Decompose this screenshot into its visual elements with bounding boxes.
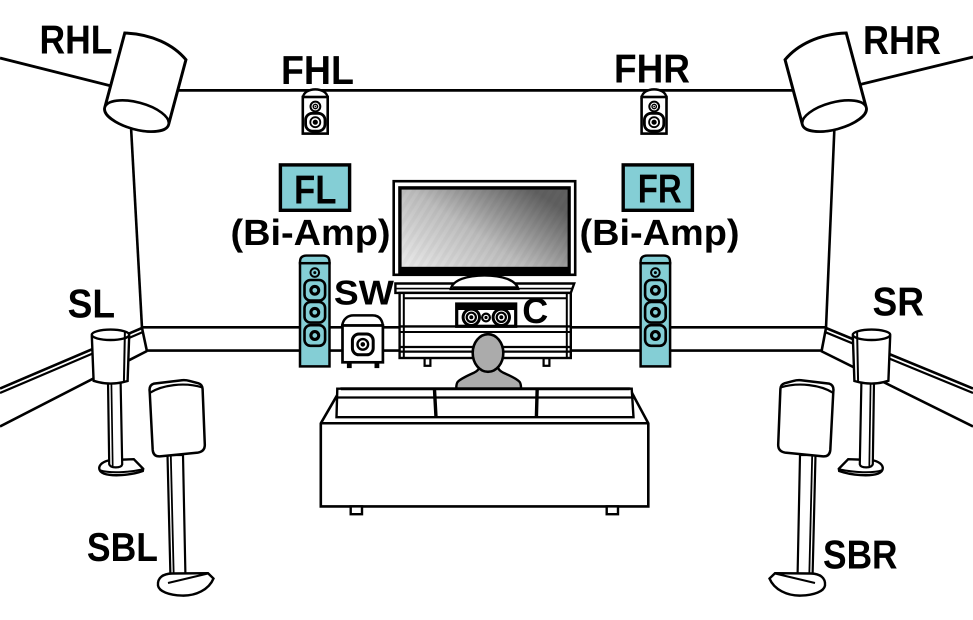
svg-text:FR: FR (638, 166, 682, 212)
svg-text:FL: FL (294, 166, 337, 212)
svg-text:FHR: FHR (614, 46, 690, 92)
svg-text:RHR: RHR (863, 17, 941, 63)
svg-text:(Bi-Amp): (Bi-Amp) (580, 212, 740, 253)
svg-text:SBL: SBL (87, 524, 158, 570)
svg-text:(Bi-Amp): (Bi-Amp) (231, 212, 391, 253)
svg-text:SL: SL (68, 281, 116, 327)
svg-text:SR: SR (873, 279, 925, 325)
svg-text:C: C (522, 290, 548, 331)
svg-text:RHL: RHL (40, 17, 113, 63)
svg-text:FHL: FHL (281, 47, 354, 93)
svg-text:SBR: SBR (823, 532, 898, 578)
svg-text:SW: SW (334, 275, 394, 313)
